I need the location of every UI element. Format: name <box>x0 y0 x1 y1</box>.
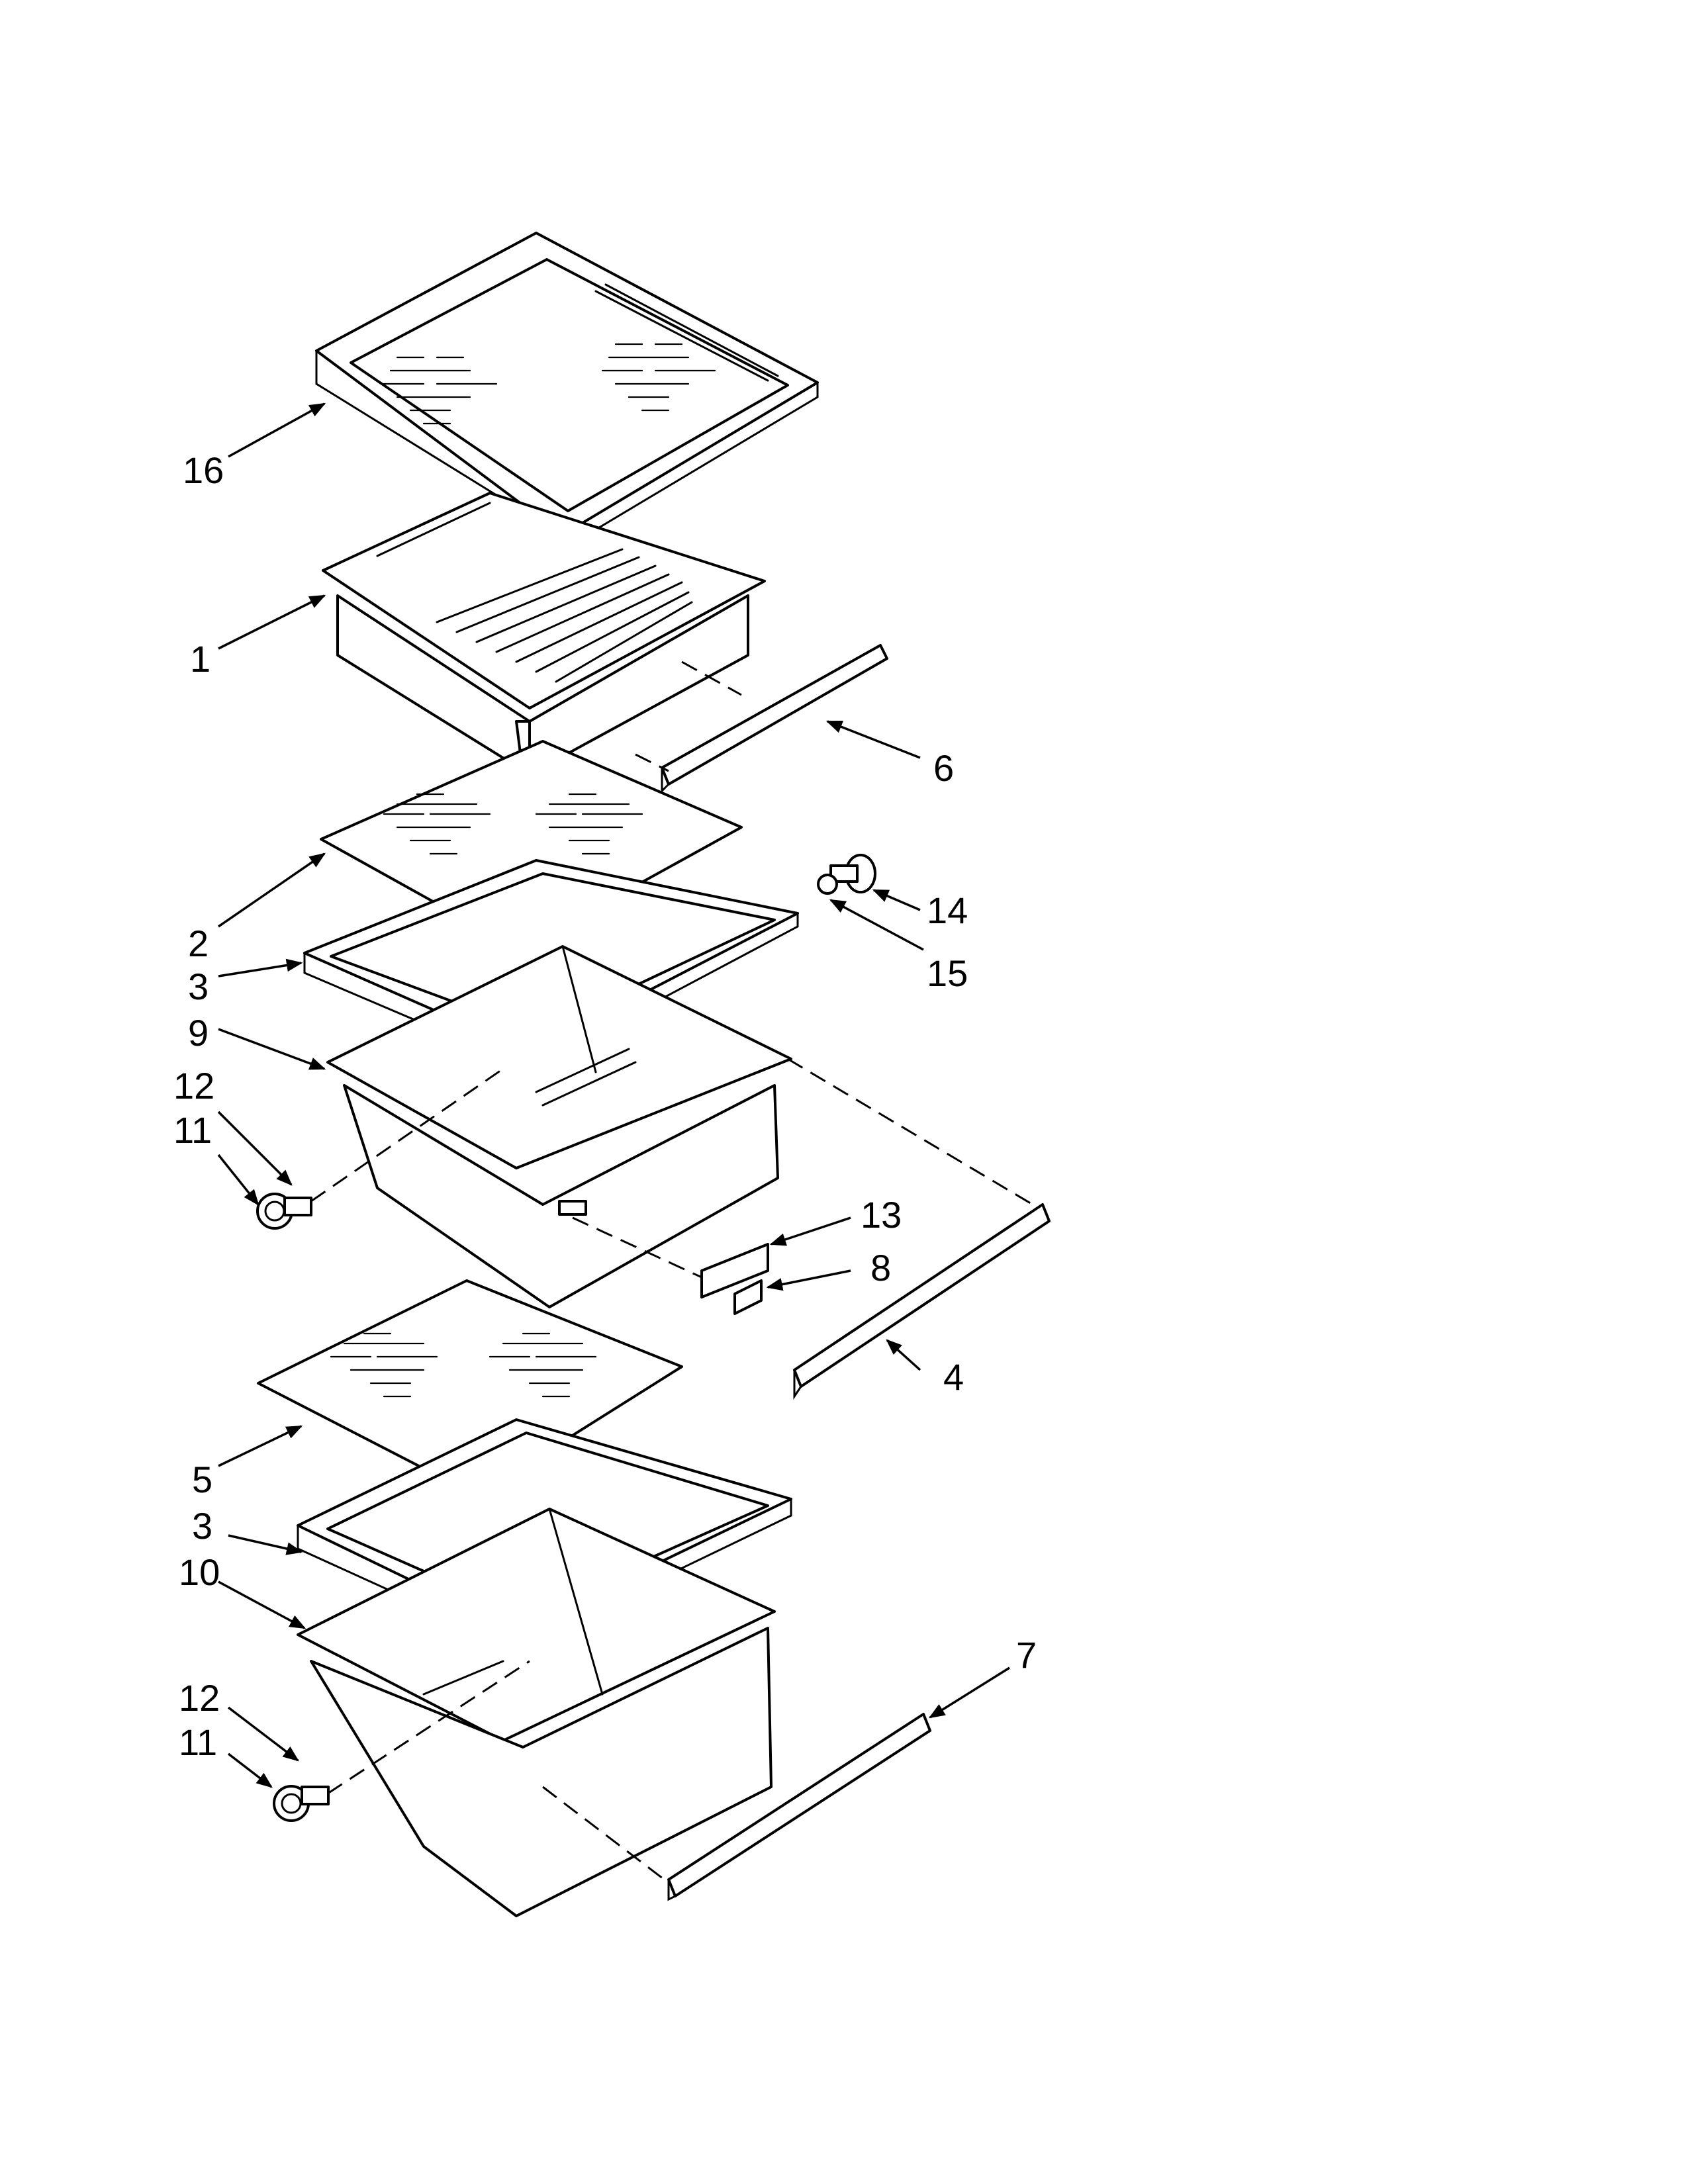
callout-12-lower: 12 <box>179 1677 220 1719</box>
upper-roller-assembly <box>256 1193 312 1230</box>
middle-front-trim <box>793 1203 1051 1400</box>
callout-10: 10 <box>179 1551 220 1593</box>
lower-front-trim <box>667 1713 931 1901</box>
callout-4: 4 <box>943 1356 964 1398</box>
lower-crisper-cover-glass <box>257 1279 683 1497</box>
callout-leaders <box>217 402 1010 1788</box>
callout-11-lower: 11 <box>179 1721 217 1763</box>
lower-crisper-drawer <box>297 1508 776 1917</box>
callout-12-upper: 12 <box>173 1065 214 1107</box>
lower-roller-assembly <box>273 1785 330 1822</box>
callout-9: 9 <box>188 1012 209 1054</box>
callout-8: 8 <box>870 1247 891 1289</box>
callout-6: 6 <box>933 747 954 789</box>
callout-1: 1 <box>190 638 211 680</box>
callout-11-upper: 11 <box>173 1109 212 1151</box>
callout-labels: 16 1 6 14 15 2 3 9 12 11 13 8 4 5 3 10 7… <box>173 449 1037 1763</box>
callout-2: 2 <box>188 923 209 964</box>
callout-3-upper: 3 <box>188 966 209 1007</box>
callout-5: 5 <box>192 1459 212 1500</box>
assembly-lines <box>310 660 1033 1884</box>
upper-crisper-drawer <box>322 492 766 776</box>
callout-16: 16 <box>183 449 224 491</box>
callout-7: 7 <box>1016 1634 1037 1676</box>
middle-crisper-drawer <box>326 945 792 1308</box>
callout-15: 15 <box>927 952 968 994</box>
leveler-knob <box>817 854 876 895</box>
callout-13: 13 <box>861 1194 902 1236</box>
upper-front-trim <box>661 644 888 794</box>
callout-14: 14 <box>927 889 968 931</box>
upper-shelf-cover <box>315 232 819 551</box>
callout-3-lower: 3 <box>192 1505 212 1547</box>
divider-clips <box>700 1243 769 1315</box>
